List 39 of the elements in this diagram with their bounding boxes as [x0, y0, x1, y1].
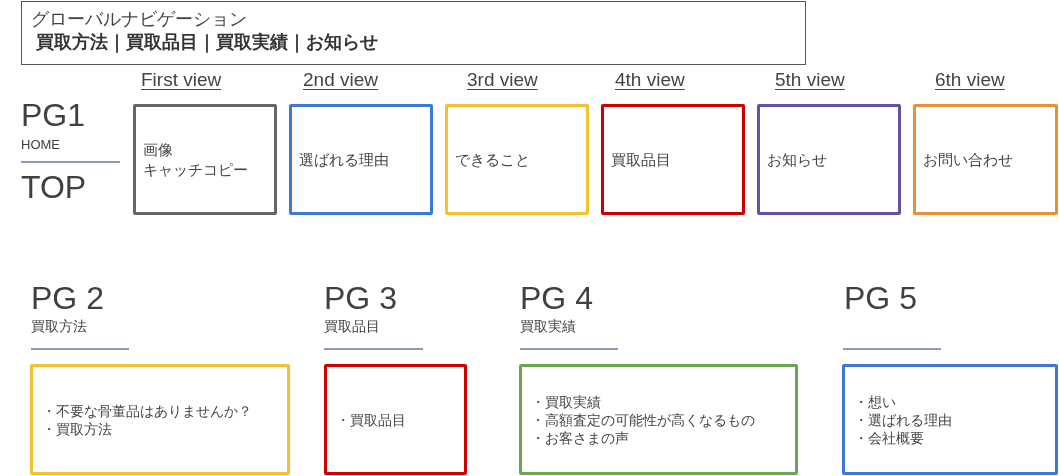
page-number: PG1 — [21, 97, 86, 134]
bullet-item: ・不要な骨董品はありませんか？ — [42, 401, 252, 420]
page-content-frame — [842, 364, 1058, 475]
page-content-frame — [519, 364, 798, 475]
section-text: 画像 — [143, 139, 173, 160]
section-text: できること — [455, 149, 530, 170]
page-content-frame — [324, 364, 467, 475]
page-name: 買取方法 — [31, 318, 87, 334]
nav-links: 買取方法｜買取品目｜買取実績｜お知らせ — [36, 31, 379, 54]
section-text: 選ばれる理由 — [299, 149, 389, 170]
view-heading: 6th view — [935, 69, 1005, 91]
view-heading: 5th view — [775, 69, 845, 91]
bullet-item: ・高額査定の可能性が高くなるもの — [531, 410, 755, 429]
navigation-box — [21, 1, 806, 65]
section-text: お知らせ — [767, 149, 827, 170]
nav-title: グローバルナビゲーション — [31, 8, 248, 31]
bullet-item: ・想い — [854, 392, 896, 411]
page-name: 買取品目 — [324, 318, 380, 334]
view-heading: 3rd view — [467, 69, 538, 91]
bullet-item: ・買取方法 — [42, 419, 112, 438]
section-text: キャッチコピー — [143, 159, 248, 180]
page-name: HOME — [21, 137, 60, 152]
page-number: PG 3 — [324, 280, 397, 317]
section-text: 買取品目 — [611, 149, 671, 170]
bullet-item: ・買取実績 — [531, 392, 601, 411]
page-name: 買取実績 — [520, 318, 576, 334]
bullet-item: ・お客さまの声 — [531, 428, 629, 447]
page-number: PG 2 — [31, 280, 104, 317]
view-heading: 4th view — [615, 69, 685, 91]
view-heading: First view — [141, 69, 222, 91]
bullet-item: ・会社概要 — [854, 428, 924, 447]
bullet-item: ・選ばれる理由 — [854, 410, 952, 429]
page-number: PG 5 — [844, 280, 917, 317]
page-number: PG 4 — [520, 280, 593, 317]
section-text: お問い合わせ — [923, 149, 1013, 170]
page-name: TOP — [21, 169, 87, 206]
page-content-frame — [30, 364, 290, 475]
bullet-item: ・買取品目 — [336, 410, 406, 429]
view-heading: 2nd view — [303, 69, 378, 91]
